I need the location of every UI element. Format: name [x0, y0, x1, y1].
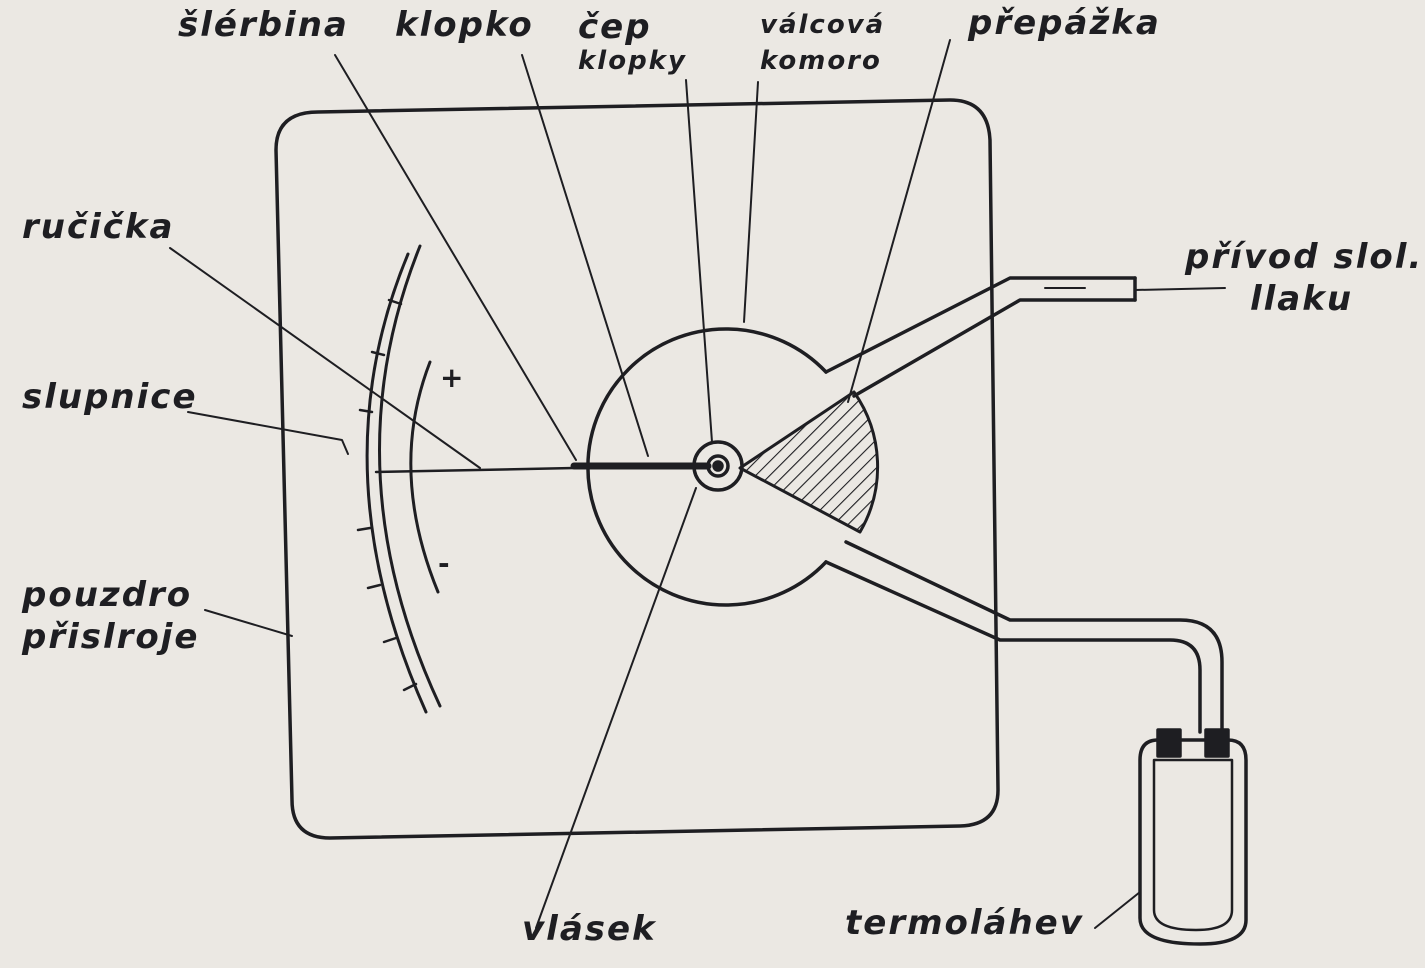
label-chamber-1: válcová: [760, 10, 886, 40]
housing-outline: [274, 98, 1000, 840]
label-valve-pivot-1: čep: [578, 7, 652, 47]
label-pressure-supply-2: llaku: [1250, 279, 1354, 319]
thermos-pipe: [824, 560, 1202, 734]
label-pointer: ručička: [22, 207, 175, 247]
label-housing-2: přislroje: [22, 617, 200, 657]
label-minus-sign: -: [438, 547, 452, 580]
label-thermos: termoláhev: [845, 903, 1084, 943]
label-valve-pivot-2: klopky: [578, 46, 687, 76]
label-scale: slupnice: [22, 377, 198, 417]
label-chamber-2: komoro: [760, 46, 882, 76]
inlet-pipe: [824, 276, 1137, 374]
label-valve-flap: klopko: [395, 5, 534, 45]
scale-outer: [378, 244, 442, 708]
pointer: [374, 466, 576, 474]
label-housing-1: pouzdro: [22, 575, 193, 615]
label-partition: přepážka: [968, 3, 1161, 43]
scale-inner: [365, 252, 428, 714]
thermos-bottle: [1138, 728, 1248, 946]
deflection-arc: [409, 360, 440, 594]
label-pressure-supply-1: přívod slol.: [1185, 237, 1424, 277]
label-slit: šlérbina: [178, 5, 349, 45]
label-plus-sign: +: [440, 361, 466, 394]
label-hair: vlásek: [522, 909, 657, 949]
partition: [738, 390, 880, 534]
